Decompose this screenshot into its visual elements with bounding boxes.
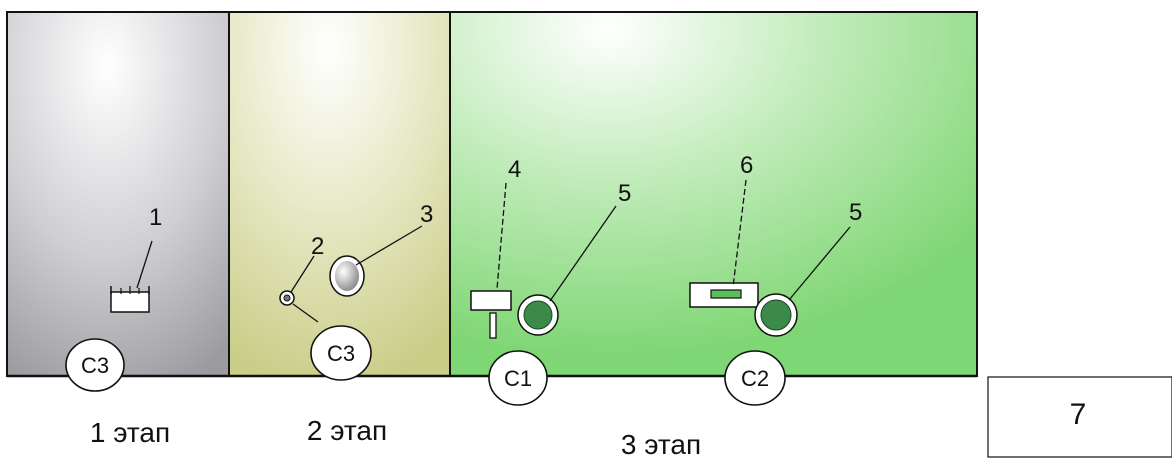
svg-text:С2: С2	[741, 366, 769, 391]
callout-label: 4	[508, 156, 521, 183]
leader-line	[549, 205, 617, 302]
gun-icon	[470, 290, 512, 339]
leader-line	[290, 255, 315, 293]
callout-label: 6	[740, 152, 753, 179]
small-nozzle-icon	[279, 290, 295, 306]
station-badge: С3	[65, 338, 125, 392]
leader-line	[136, 240, 153, 289]
blast-ball-icon	[329, 255, 365, 297]
bath-icon	[110, 286, 150, 313]
green-nozzle-icon	[517, 294, 559, 336]
svg-text:С3: С3	[327, 341, 355, 366]
stage-1-panel	[6, 11, 230, 377]
callout-label: 5	[849, 199, 862, 226]
leader-line	[292, 303, 319, 323]
applicator-icon	[689, 282, 759, 308]
callout-label: 3	[420, 201, 433, 228]
stage-2-panel	[228, 11, 451, 377]
stage-label: 2 этап	[307, 415, 387, 446]
station-badge: С1	[488, 350, 548, 406]
callout-label: 5	[618, 180, 631, 207]
legend-box: 7	[987, 376, 1172, 458]
leader-line	[355, 225, 423, 266]
callout-label: 2	[311, 233, 324, 260]
stage-label: 3 этап	[621, 429, 701, 459]
callout-label: 1	[149, 204, 162, 231]
svg-text:7: 7	[1070, 398, 1087, 431]
svg-text:С3: С3	[81, 353, 109, 378]
station-badge: С3	[310, 325, 372, 381]
leader-line	[788, 226, 851, 301]
stage-label: 1 этап	[90, 417, 170, 448]
green-nozzle-icon	[754, 293, 798, 337]
station-badge: С2	[724, 350, 786, 406]
svg-text:С1: С1	[504, 366, 532, 391]
